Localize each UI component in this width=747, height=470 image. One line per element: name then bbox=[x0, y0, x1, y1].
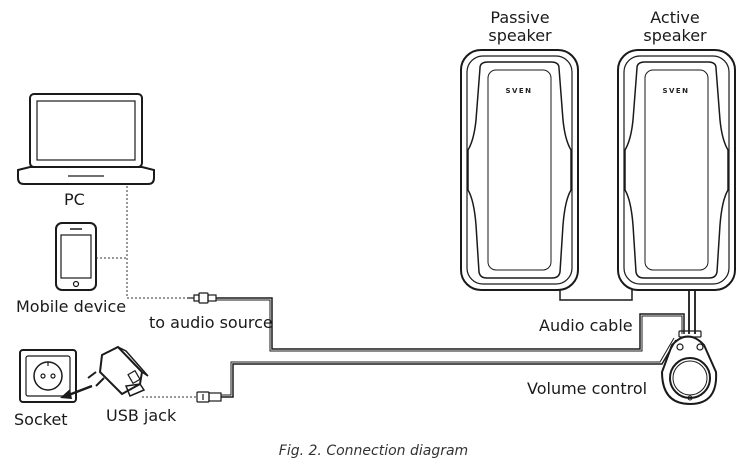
laptop-icon bbox=[17, 93, 155, 185]
active-speaker-brand: SVEN bbox=[662, 87, 689, 95]
passive-speaker bbox=[460, 49, 579, 291]
mobile-device-icon bbox=[55, 222, 97, 291]
figure-caption: Fig. 2. Connection diagram bbox=[278, 443, 469, 459]
usb-connector-icon bbox=[196, 391, 222, 403]
socket-label: Socket bbox=[14, 410, 68, 429]
volume-control-icon bbox=[660, 330, 718, 406]
audio-cable-line bbox=[559, 290, 633, 301]
audio-cable-label: Audio cable bbox=[539, 316, 633, 335]
usb-power-adapter-icon bbox=[87, 345, 149, 397]
usb-power-cable-inner bbox=[221, 337, 675, 396]
usb-power-cable bbox=[221, 339, 677, 398]
active-speaker-label-line2: speaker bbox=[643, 26, 707, 45]
active-speaker bbox=[617, 49, 736, 291]
source-dashed-lines bbox=[96, 186, 187, 299]
passive-speaker-label-line2: speaker bbox=[488, 26, 552, 45]
usb-jack-label: USB jack bbox=[106, 406, 177, 425]
active-speaker-label-line1: Active bbox=[650, 8, 700, 27]
audio-jack-plug-icon bbox=[187, 292, 217, 304]
audio-source-cable bbox=[216, 297, 685, 350]
wall-socket-icon bbox=[19, 349, 77, 403]
mobile-device-label: Mobile device bbox=[16, 297, 127, 316]
audio-source-cable-inner bbox=[216, 299, 683, 352]
volume-control-label: Volume control bbox=[527, 379, 648, 398]
passive-speaker-brand: SVEN bbox=[505, 87, 532, 95]
to-audio-source-label: to audio source bbox=[149, 313, 273, 332]
pc-label: PC bbox=[64, 190, 85, 209]
insert-arrow-icon bbox=[60, 384, 93, 399]
passive-speaker-label-line1: Passive bbox=[490, 8, 550, 27]
